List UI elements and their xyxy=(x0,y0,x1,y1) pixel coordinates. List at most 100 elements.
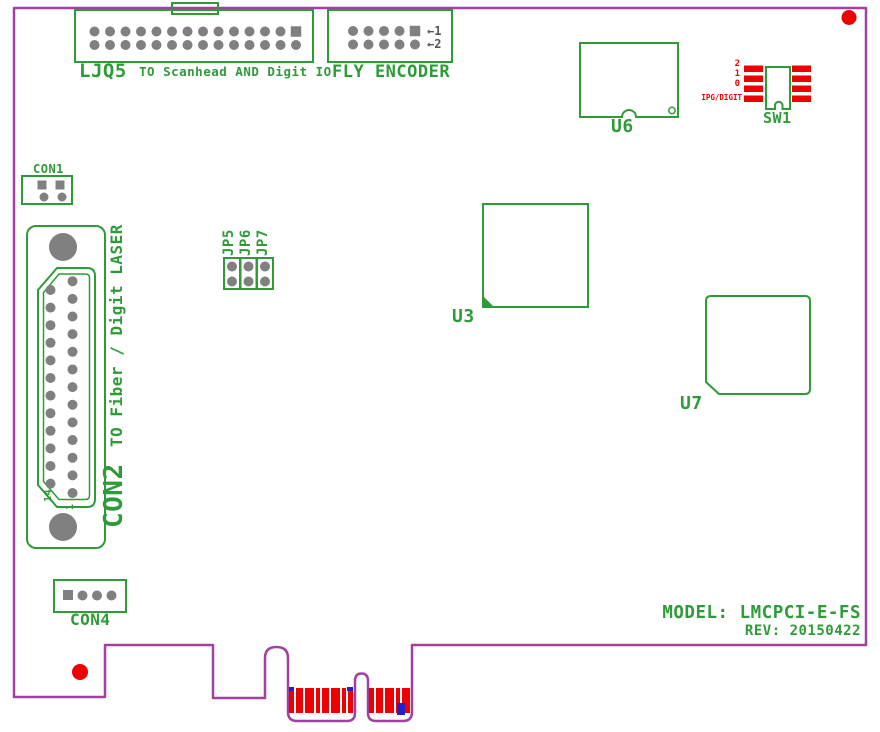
con2-pin xyxy=(45,461,56,471)
sw1-pad xyxy=(792,85,811,92)
ljq5-pin xyxy=(136,40,146,50)
con2-pin xyxy=(45,320,56,331)
con4-pin xyxy=(77,590,88,601)
fly-pin xyxy=(410,39,420,50)
board-model-label: MODEL: LMCPCI-E-FS xyxy=(662,603,861,623)
ljq5-pin xyxy=(275,40,286,50)
fly-row1-marker: ←1 xyxy=(427,24,442,38)
con2-pin xyxy=(67,399,78,410)
jp7-label: JP7 xyxy=(254,229,271,256)
edge-finger xyxy=(331,688,340,713)
ljq5-pin xyxy=(290,26,302,37)
con2-pin xyxy=(45,373,56,383)
con2-pin xyxy=(45,408,56,419)
u3-outline xyxy=(482,203,589,308)
u3-pin1-chamfer xyxy=(483,296,494,307)
ljq5-pin xyxy=(167,40,177,50)
sw1-label: SW1 xyxy=(763,109,792,127)
edge-finger-blue-mark xyxy=(397,703,405,715)
board-outline xyxy=(12,6,868,723)
con2-pin xyxy=(67,470,78,481)
edge-finger xyxy=(402,688,410,713)
ljq5-pin xyxy=(244,40,255,50)
jp-pin xyxy=(260,261,270,272)
con2-pin xyxy=(45,390,56,401)
con1-box xyxy=(21,175,73,205)
con2-shell-outer xyxy=(37,267,96,508)
edge-finger-blue-mark xyxy=(347,687,353,691)
sw1-outline xyxy=(765,66,791,110)
ljq5-label: LJQ5 xyxy=(79,60,127,82)
con2-pin xyxy=(67,276,78,287)
edge-finger xyxy=(296,688,303,713)
fly-pin xyxy=(394,39,405,50)
con2-pin xyxy=(45,478,56,489)
jp-pin xyxy=(243,261,254,272)
fly-pin xyxy=(363,26,374,36)
ljq5-pin xyxy=(151,26,162,37)
red-dot-top-right xyxy=(841,10,857,25)
con4-label: CON4 xyxy=(70,610,111,629)
con2-pin xyxy=(45,425,56,436)
fly-pin xyxy=(379,39,389,50)
ljq5-pin xyxy=(260,40,270,50)
sw1-mode-label: IPG/DIGIT xyxy=(701,92,742,102)
edge-finger xyxy=(385,688,394,713)
edge-finger xyxy=(289,688,294,713)
ljq5-notch xyxy=(171,2,219,15)
sw1-position-2-label: 2 xyxy=(734,59,740,69)
con1-label: CON1 xyxy=(33,162,64,176)
jp5-label: JP5 xyxy=(221,229,237,256)
fly-pin xyxy=(409,25,421,37)
ljq5-pin xyxy=(89,40,100,50)
u6-label: U6 xyxy=(611,116,634,137)
con1-pin xyxy=(37,180,47,190)
con1-pin xyxy=(39,192,49,202)
fly-encoder-label: FLY ENCODER xyxy=(332,62,451,82)
sw1-pad xyxy=(744,75,763,82)
jp-pin xyxy=(227,276,237,287)
ljq5-pin xyxy=(229,40,239,50)
jp-pin xyxy=(227,261,237,272)
ljq5-pin xyxy=(136,26,146,37)
con2-pin xyxy=(67,311,78,322)
con2-pin14-label: 14 xyxy=(43,488,54,502)
con1-pin xyxy=(55,180,65,190)
sw1-position-1-label: 1 xyxy=(734,69,740,79)
board-rev-label: REV: 20150422 xyxy=(744,623,861,639)
con2-outline xyxy=(26,225,106,549)
ljq5-pin xyxy=(198,40,208,50)
edge-finger xyxy=(369,688,374,713)
con2-pin xyxy=(67,293,78,304)
ljq5-pin xyxy=(244,26,255,37)
con2-mount-hole-top xyxy=(49,233,77,261)
con4-pin xyxy=(106,590,117,601)
ljq5-pin xyxy=(120,26,131,37)
sw1-pad xyxy=(792,95,811,102)
jp6-label: JP6 xyxy=(238,229,254,256)
fly-pin xyxy=(363,39,374,50)
ljq5-pin xyxy=(120,40,131,50)
edge-finger xyxy=(342,688,346,713)
con1-pin xyxy=(57,192,67,202)
red-dot-bottom-left xyxy=(72,664,88,680)
con2-shell-inner xyxy=(42,273,91,501)
con2-pin xyxy=(45,355,56,366)
ljq5-pin xyxy=(291,40,301,50)
con4-pin xyxy=(63,590,73,600)
jp-pin xyxy=(260,276,270,287)
ljq5-pin xyxy=(105,26,115,37)
edge-finger xyxy=(396,688,400,713)
ljq5-pin xyxy=(229,26,239,37)
fly-pin xyxy=(394,26,405,36)
fly-encoder-box xyxy=(327,9,453,63)
ljq5-pin xyxy=(151,40,162,50)
ljq5-desc-label: TO Scanhead AND Digit IO xyxy=(139,64,332,79)
ljq5-pin xyxy=(198,26,208,37)
con2-pin1-label: 1 xyxy=(65,503,76,510)
ljq5-pin xyxy=(167,26,177,37)
edge-finger xyxy=(316,688,320,713)
sw1-pad xyxy=(744,65,763,72)
fly-pin xyxy=(348,26,358,36)
